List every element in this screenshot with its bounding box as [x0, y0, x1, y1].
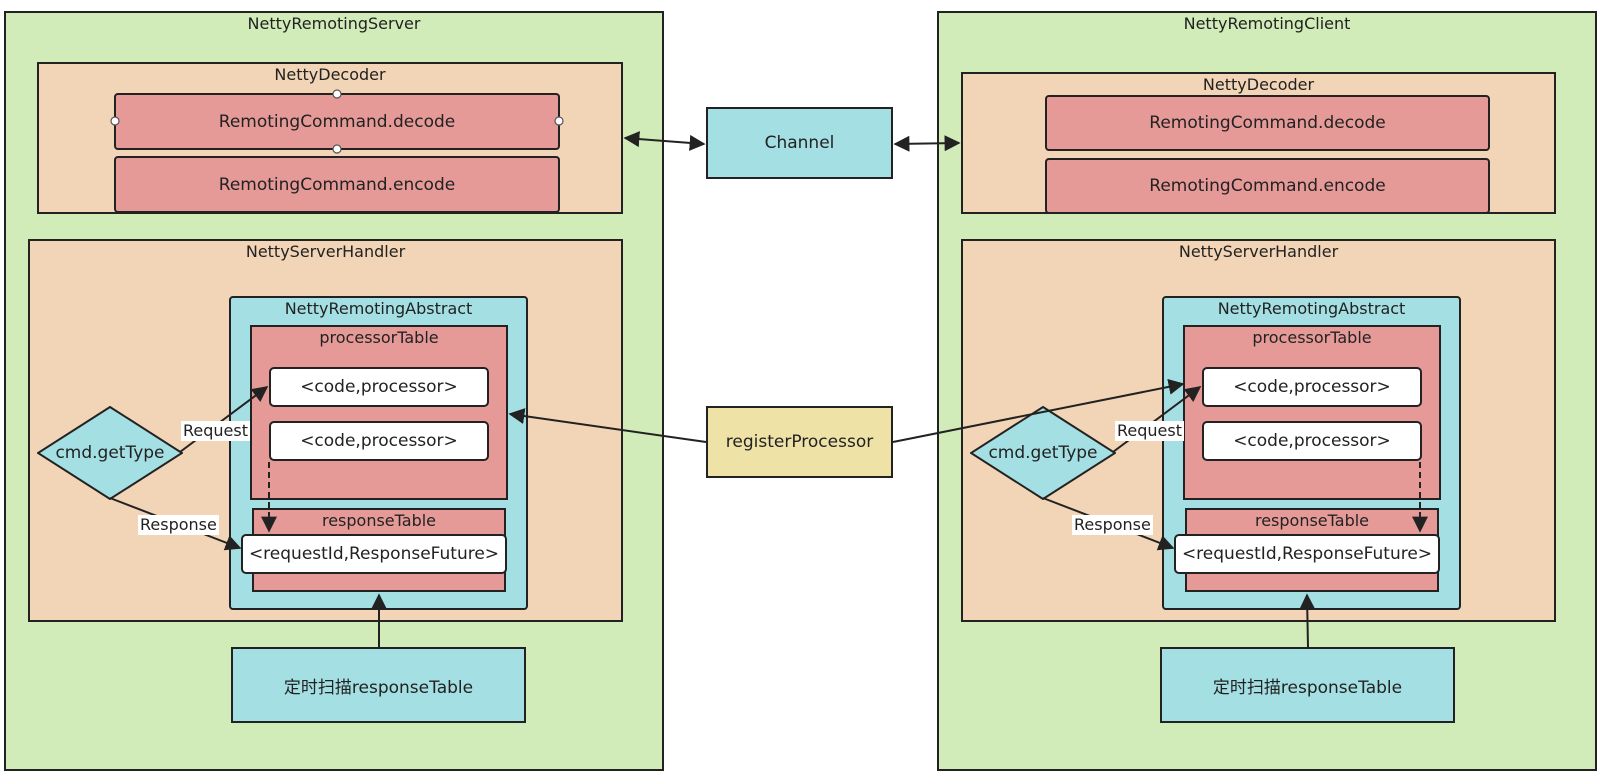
- server-processor-row-1[interactable]: <code,processor>: [269, 367, 489, 407]
- server-decode-node[interactable]: RemotingCommand.decode: [114, 93, 560, 150]
- server-processor-table-title: processorTable: [319, 328, 439, 347]
- client-processor-row-1-label: <code,processor>: [1233, 377, 1391, 397]
- client-encode-node[interactable]: RemotingCommand.encode: [1045, 158, 1490, 214]
- client-processor-row-2-label: <code,processor>: [1233, 431, 1391, 451]
- channel-label: Channel: [764, 133, 835, 153]
- client-response-row-label: <requestId,ResponseFuture>: [1181, 544, 1433, 564]
- client-scanner-label: 定时扫描responseTable: [1212, 677, 1403, 698]
- server-decoder-title: NettyDecoder: [274, 65, 386, 84]
- server-handler-title: NettyServerHandler: [245, 242, 406, 261]
- client-response-label: Response: [1072, 515, 1153, 535]
- client-response-table-title: responseTable: [1254, 511, 1370, 530]
- server-response-row[interactable]: <requestId,ResponseFuture>: [241, 534, 507, 574]
- server-processor-row-1-label: <code,processor>: [300, 377, 458, 397]
- client-decoder-title: NettyDecoder: [1202, 75, 1315, 94]
- client-request-label: Request: [1115, 421, 1184, 441]
- register-processor-label: registerProcessor: [725, 432, 874, 452]
- client-decode-node[interactable]: RemotingCommand.decode: [1045, 95, 1490, 151]
- server-response-label: Response: [138, 515, 219, 535]
- server-request-label: Request: [181, 421, 250, 441]
- server-encode-node[interactable]: RemotingCommand.encode: [114, 156, 560, 213]
- server-encode-label: RemotingCommand.encode: [218, 174, 456, 195]
- server-decode-label: RemotingCommand.decode: [218, 111, 456, 132]
- client-encode-label: RemotingCommand.encode: [1149, 176, 1386, 196]
- client-abstract-title: NettyRemotingAbstract: [1217, 299, 1406, 318]
- register-processor-node[interactable]: registerProcessor: [706, 406, 893, 478]
- server-scanner[interactable]: 定时扫描responseTable: [231, 647, 526, 723]
- client-processor-row-1[interactable]: <code,processor>: [1202, 367, 1422, 407]
- client-response-row[interactable]: <requestId,ResponseFuture>: [1174, 534, 1440, 574]
- client-scanner[interactable]: 定时扫描responseTable: [1160, 647, 1455, 723]
- server-processor-table: processorTable: [250, 325, 508, 500]
- server-processor-row-2-label: <code,processor>: [300, 431, 458, 451]
- channel-node[interactable]: Channel: [706, 107, 893, 179]
- client-processor-table-title: processorTable: [1252, 328, 1372, 347]
- server-response-table-title: responseTable: [321, 511, 437, 530]
- server-abstract-title: NettyRemotingAbstract: [284, 299, 473, 318]
- server-response-row-label: <requestId,ResponseFuture>: [248, 544, 500, 564]
- client-decode-label: RemotingCommand.decode: [1149, 113, 1386, 133]
- client-title: NettyRemotingClient: [1183, 14, 1351, 33]
- server-decision-label: cmd.getType: [55, 443, 165, 463]
- client-decision-label: cmd.getType: [988, 443, 1098, 463]
- server-processor-row-2[interactable]: <code,processor>: [269, 421, 489, 461]
- client-handler-title: NettyServerHandler: [1178, 242, 1339, 261]
- server-scanner-label: 定时扫描responseTable: [283, 677, 474, 698]
- client-processor-table: processorTable: [1183, 325, 1441, 500]
- server-title: NettyRemotingServer: [247, 14, 421, 33]
- client-processor-row-2[interactable]: <code,processor>: [1202, 421, 1422, 461]
